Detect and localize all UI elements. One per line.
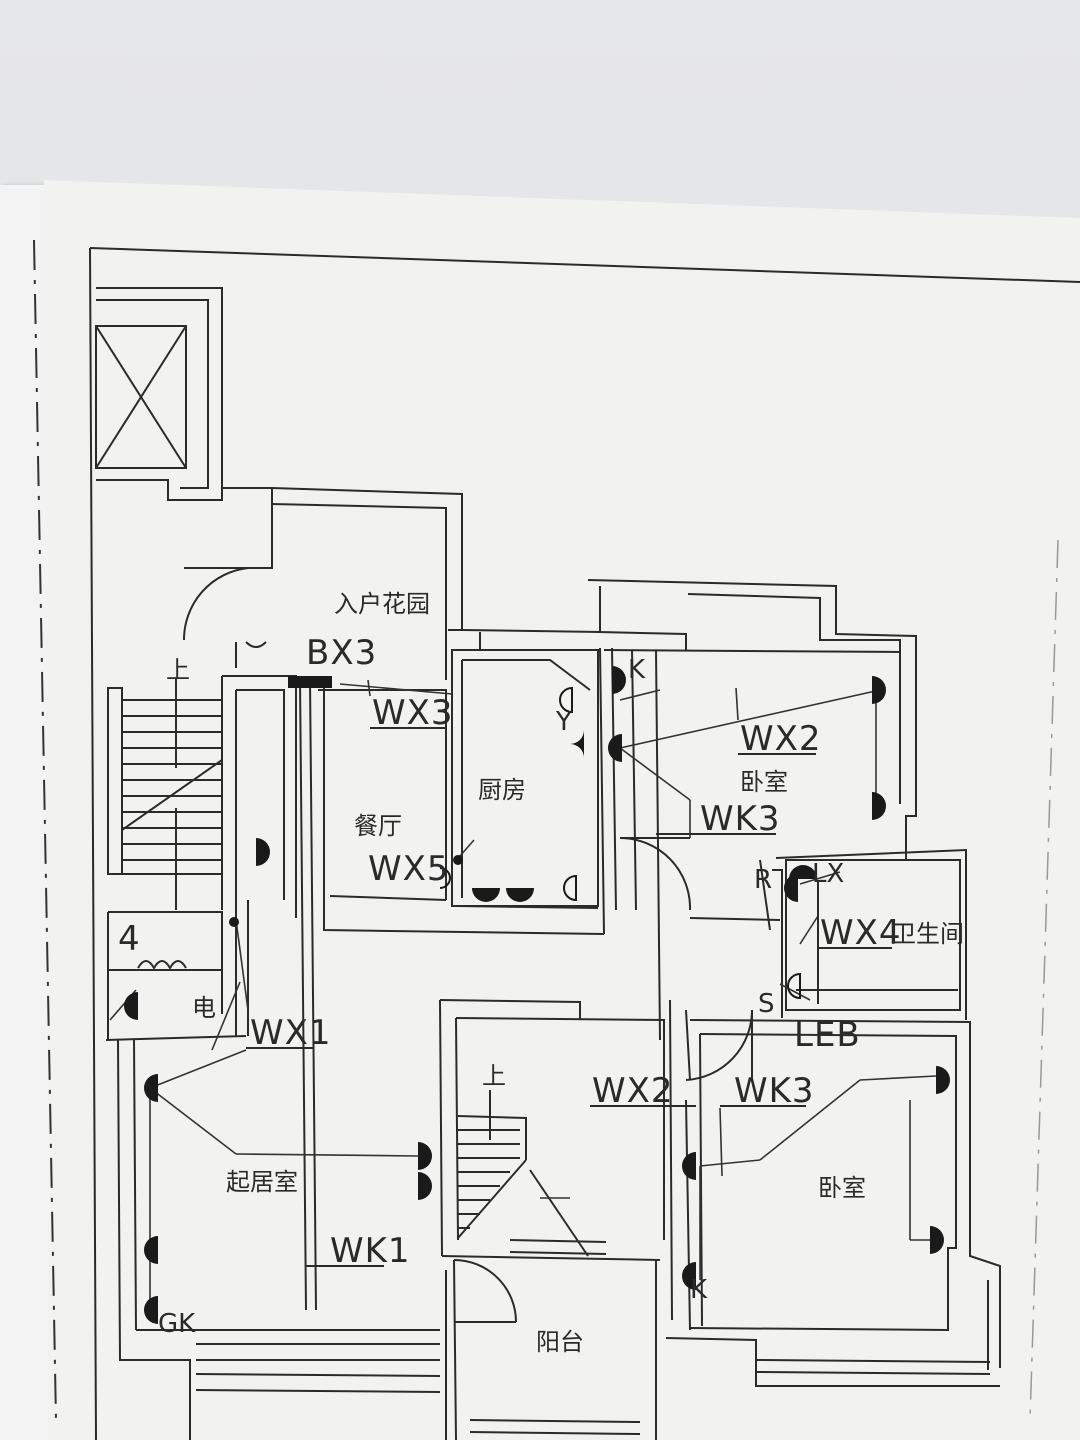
wall-lines — [89, 247, 1080, 1440]
label-bx3: BX3 — [306, 633, 377, 673]
label-up-center: 上 — [482, 1062, 506, 1090]
label-wx2-mid: WX2 — [592, 1071, 674, 1111]
room-label-bathroom: 卫生间 — [892, 920, 964, 948]
socket-symbols — [439, 686, 801, 1000]
room-label-bedroom-top: 卧室 — [740, 768, 788, 796]
distribution-box-bx3 — [288, 676, 332, 688]
room-label-dining: 餐厅 — [354, 812, 402, 840]
label-wx4: WX4 — [820, 913, 902, 953]
label-k-bottom: K — [690, 1275, 708, 1305]
room-label-balcony: 阳台 — [536, 1328, 584, 1356]
room-label-bedroom-bottom: 卧室 — [818, 1174, 866, 1202]
label-electric: 电 — [192, 994, 216, 1022]
label-wk1: WK1 — [330, 1231, 411, 1271]
room-label-living: 起居室 — [226, 1168, 298, 1196]
label-wx2-top: WX2 — [740, 719, 822, 759]
axis-line-left — [33, 239, 57, 1421]
room-label-entrance-garden: 入户花园 — [334, 590, 430, 618]
label-s: S — [758, 989, 775, 1019]
label-wx1: WX1 — [250, 1013, 332, 1053]
room-label-kitchen: 厨房 — [478, 776, 526, 804]
label-wx3: WX3 — [372, 693, 454, 733]
label-k-top: K — [628, 655, 646, 685]
label-gk: GK — [158, 1309, 196, 1339]
main-paper-sheet — [44, 180, 1080, 1440]
wiring-lines — [109, 679, 937, 1310]
label-wk3-mid: WK3 — [734, 1071, 815, 1111]
label-up-left: 上 — [166, 656, 190, 684]
lamp-symbols — [124, 666, 950, 1324]
axis-line-right — [1029, 539, 1059, 1421]
label-leb: LEB — [794, 1015, 861, 1055]
label-wx5: WX5 — [368, 849, 450, 889]
label-lx: LX — [812, 859, 844, 889]
label-y: Y — [555, 707, 572, 737]
label-number-4: 4 — [118, 919, 141, 959]
label-r: R — [754, 865, 772, 895]
label-wk3-top: WK3 — [700, 799, 781, 839]
